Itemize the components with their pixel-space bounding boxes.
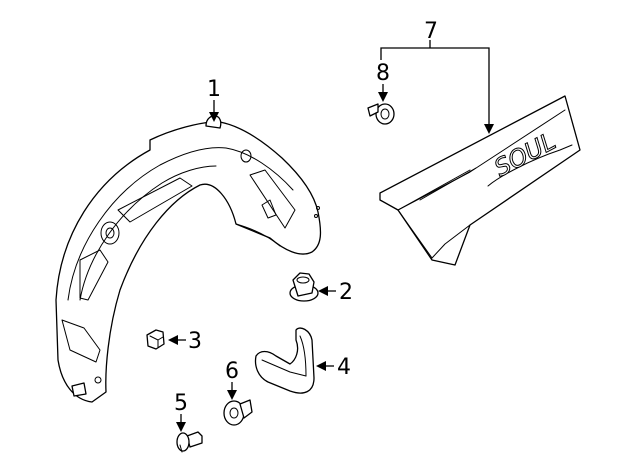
callout-1: 1 — [207, 77, 221, 102]
grommet-part — [289, 272, 319, 302]
callout-3: 3 — [188, 329, 202, 354]
callout-6: 6 — [225, 359, 239, 384]
wheelhouse-liner-part — [55, 115, 322, 403]
push-nut-part — [367, 103, 395, 125]
rivet-clip-part — [223, 399, 253, 426]
callout-5: 5 — [174, 391, 188, 416]
callout-4: 4 — [337, 355, 351, 380]
clip-part — [146, 329, 165, 350]
callout-2: 2 — [339, 280, 353, 305]
callout-7: 7 — [424, 19, 438, 44]
door-garnish-part: SOUL — [379, 95, 581, 266]
callout-8: 8 — [376, 61, 390, 86]
leader-lines — [168, 40, 494, 432]
callout-labels: 1 2 3 4 5 6 7 8 — [174, 19, 438, 416]
bolt-part — [176, 431, 203, 453]
mud-guard-part — [254, 327, 315, 394]
